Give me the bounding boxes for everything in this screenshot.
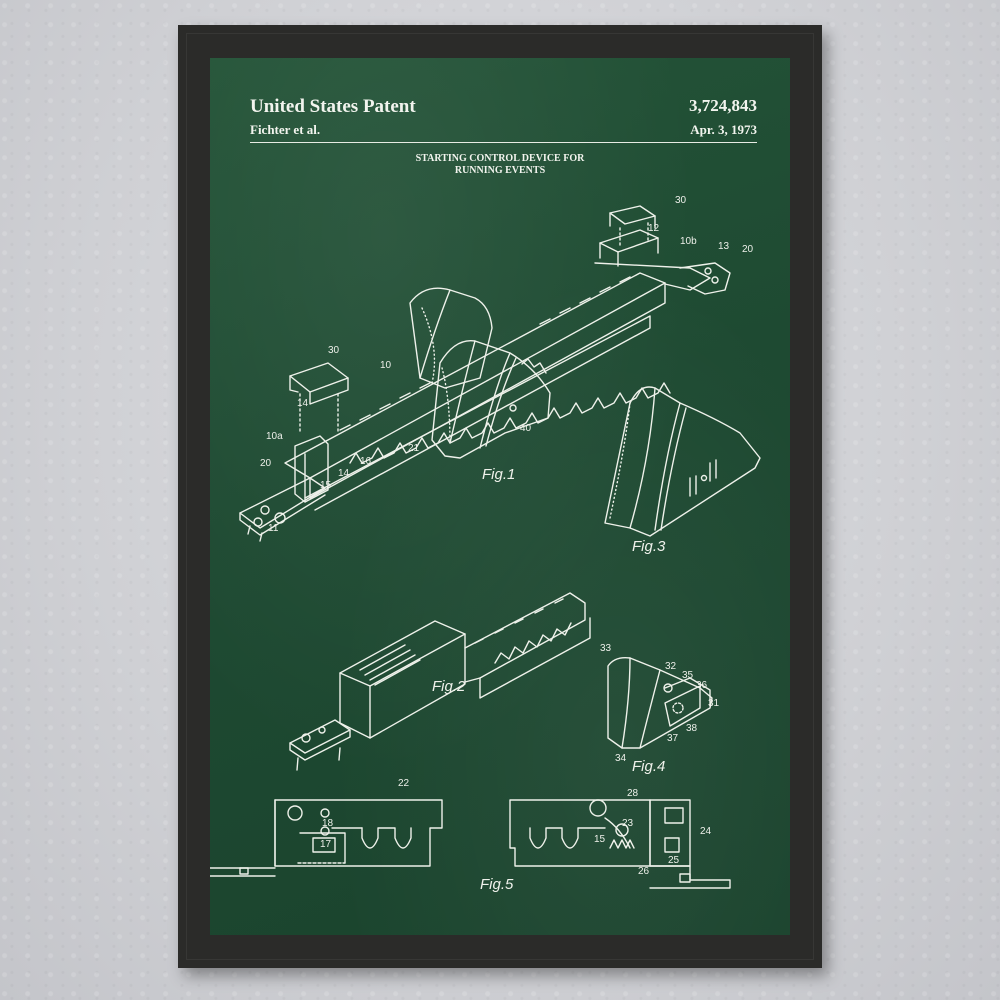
ref-numeral: 21	[408, 443, 420, 454]
ref-numeral: 36	[696, 680, 708, 691]
frame-bevel	[186, 33, 814, 960]
ref-numeral: 38	[686, 723, 698, 734]
ref-numeral: 28	[627, 788, 639, 799]
ref-numeral: 34	[615, 753, 627, 764]
fig2-drawing	[289, 592, 591, 771]
fig4-drawing	[607, 656, 713, 749]
fig5-drawing	[210, 799, 731, 889]
ref-numeral: 18	[322, 818, 334, 829]
patent-drawings	[210, 58, 790, 935]
ref-numeral: 14	[297, 398, 309, 409]
ref-numeral: 15	[320, 480, 332, 491]
ref-numeral: 25	[668, 855, 680, 866]
patent-inventor: Fichter et al.	[250, 122, 321, 137]
ref-numeral: 10a	[266, 431, 283, 442]
ref-numeral: 23	[622, 818, 634, 829]
patent-header-title: United States Patent	[250, 96, 416, 117]
ref-numeral: 40	[520, 423, 532, 434]
fig5-label: Fig.5	[480, 876, 514, 893]
ref-numeral: 10	[380, 360, 392, 371]
ref-numeral: 22	[398, 778, 410, 789]
ref-numeral: 30	[675, 195, 687, 206]
ref-numeral: 16	[360, 456, 372, 467]
ref-numeral: 35	[682, 670, 694, 681]
fig3-drawing	[604, 386, 761, 537]
ref-numeral: 17	[320, 839, 332, 850]
ref-numeral: 24	[700, 826, 712, 837]
ref-numeral: 20	[742, 244, 754, 255]
ref-numeral: 20	[260, 458, 272, 469]
ref-numeral: 32	[665, 661, 677, 672]
ref-numeral: 15	[594, 834, 606, 845]
ref-numeral: 12	[648, 223, 660, 234]
fig4-label: Fig.4	[632, 758, 666, 775]
ref-numeral: 31	[708, 698, 720, 709]
ref-numeral: 13	[718, 241, 730, 252]
ref-numeral: 30	[328, 345, 340, 356]
ref-numeral: 11	[268, 523, 279, 534]
fig1-drawing	[239, 205, 731, 542]
ref-numeral: 33	[600, 643, 612, 654]
patent-title-line1: STARTING CONTROL DEVICE FOR	[415, 153, 585, 164]
ref-numeral: 14	[338, 468, 350, 479]
patent-number: 3,724,843	[689, 96, 757, 115]
ref-numeral: 26	[638, 866, 650, 877]
patent-date: Apr. 3, 1973	[690, 122, 757, 137]
patent-title-line2: RUNNING EVENTS	[454, 165, 546, 176]
fig1-label: Fig.1	[482, 466, 516, 483]
fig3-label: Fig.3	[632, 538, 666, 555]
patent-title: STARTING CONTROL DEVICE FOR RUNNING EVEN…	[210, 153, 790, 177]
patent-print: United States Patent Fichter et al. 3,72…	[210, 58, 790, 935]
picture-frame: United States Patent Fichter et al. 3,72…	[178, 25, 822, 968]
ref-numeral: 10b	[680, 236, 697, 247]
ref-numeral: 37	[667, 733, 679, 744]
header-divider	[250, 142, 757, 143]
fig2-label: Fig.2	[432, 678, 466, 695]
